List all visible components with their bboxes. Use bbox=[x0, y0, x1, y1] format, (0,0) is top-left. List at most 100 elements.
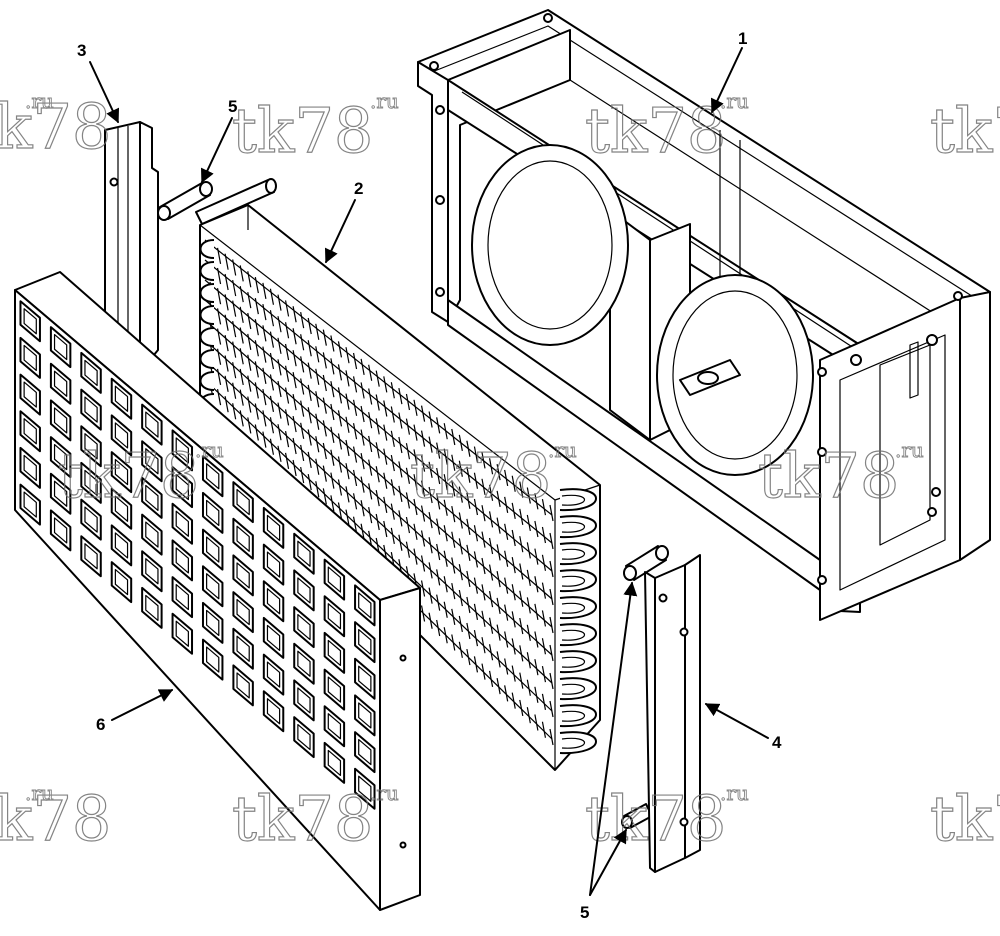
coil-fin bbox=[284, 431, 290, 448]
coil-fin bbox=[541, 582, 547, 599]
grille-hole-inner bbox=[358, 628, 372, 656]
right-bend-inner bbox=[561, 548, 585, 560]
grille-hole-inner bbox=[266, 661, 281, 688]
svg-text:.ru: .ru bbox=[720, 781, 749, 805]
coil-fin bbox=[375, 466, 380, 483]
right-bend-inner bbox=[561, 521, 585, 533]
grille-hole bbox=[141, 403, 163, 446]
grille-hole bbox=[49, 399, 72, 442]
coil-fin bbox=[269, 331, 275, 348]
coil-fin bbox=[247, 396, 252, 413]
right-bend-inner bbox=[561, 629, 585, 641]
coil-fin bbox=[307, 362, 312, 379]
grille-hole-inner bbox=[358, 665, 372, 692]
coil-fin bbox=[277, 359, 282, 376]
grille-hole bbox=[110, 377, 133, 420]
coil-tube bbox=[204, 279, 553, 572]
coil-fin bbox=[337, 502, 343, 519]
coil-fin bbox=[511, 692, 516, 709]
coil-fin bbox=[420, 430, 426, 447]
grille-hole-inner bbox=[53, 407, 68, 434]
grille-hole bbox=[262, 543, 285, 586]
left-bend bbox=[199, 371, 215, 391]
coil-fin bbox=[549, 616, 554, 634]
coil-fin bbox=[352, 399, 358, 416]
coil-fin bbox=[511, 584, 516, 601]
coil-fin bbox=[390, 527, 395, 544]
callout-5-top: 5 bbox=[228, 97, 237, 116]
coil-fin bbox=[398, 485, 403, 502]
grille-hole-inner bbox=[145, 411, 159, 438]
coil-fin bbox=[368, 435, 373, 453]
coil-fin bbox=[337, 479, 343, 496]
grille-hole bbox=[19, 410, 41, 453]
coil-fin bbox=[269, 417, 275, 434]
coil-fin bbox=[549, 532, 554, 550]
left-bend bbox=[199, 305, 215, 325]
coil-fin bbox=[420, 405, 426, 422]
grille-hole bbox=[262, 580, 285, 623]
coil-fin bbox=[526, 569, 531, 586]
coil-fin bbox=[322, 420, 327, 437]
coil-fin bbox=[511, 611, 516, 628]
coil-fin bbox=[247, 354, 252, 371]
grille-hole bbox=[354, 694, 376, 737]
coil-fin bbox=[398, 436, 403, 454]
grille-hole bbox=[110, 561, 133, 604]
coil-fin bbox=[269, 310, 275, 327]
coil-fin bbox=[511, 529, 516, 547]
grille-hole bbox=[141, 440, 163, 483]
grille-hole bbox=[354, 584, 376, 627]
grille-hole-inner bbox=[206, 646, 220, 673]
coil-fin bbox=[375, 370, 380, 387]
callout-6: 6 bbox=[96, 715, 105, 734]
right-bend-inner bbox=[561, 494, 585, 506]
grille-hole bbox=[110, 524, 133, 567]
grille-hole-inner bbox=[84, 469, 98, 497]
coil-fin bbox=[534, 659, 539, 676]
coil-fin bbox=[534, 686, 539, 703]
grille-hole-inner bbox=[114, 495, 129, 522]
watermark: tk78 .ru bbox=[0, 89, 112, 164]
coil-fin bbox=[383, 448, 388, 465]
coil-fin bbox=[405, 418, 411, 435]
coil-fin bbox=[284, 452, 290, 469]
coil-fin bbox=[383, 400, 388, 417]
coil-fin bbox=[541, 721, 547, 738]
grille-hole bbox=[354, 767, 376, 810]
grille-hole bbox=[49, 436, 72, 479]
coil-fin bbox=[315, 458, 320, 475]
grille-hole bbox=[141, 550, 163, 593]
coil-fin bbox=[360, 500, 365, 517]
watermark: tk78 .ru bbox=[409, 438, 577, 513]
coil-fin bbox=[330, 449, 335, 466]
coil-tube bbox=[204, 239, 553, 516]
grille-hole-inner bbox=[84, 396, 98, 423]
grille-hole bbox=[171, 539, 194, 582]
coil-fin bbox=[390, 382, 395, 399]
coil-fin bbox=[345, 416, 350, 433]
coil-fin bbox=[541, 526, 547, 544]
coil-fin bbox=[269, 438, 275, 455]
coil-fin bbox=[368, 412, 373, 429]
coil-fin bbox=[360, 405, 365, 423]
coil-fin bbox=[390, 430, 395, 447]
coil-fin bbox=[284, 300, 290, 317]
coil-fin bbox=[360, 453, 365, 470]
grille-hole-inner bbox=[23, 344, 37, 372]
coil-fin bbox=[352, 352, 358, 370]
right-bend-inner bbox=[561, 575, 585, 587]
coil-fin bbox=[383, 424, 388, 441]
grille-hole bbox=[293, 532, 315, 575]
grille-hole-inner bbox=[206, 609, 220, 637]
coil-fin bbox=[413, 424, 418, 441]
coil-fin bbox=[322, 465, 327, 482]
left-bend bbox=[199, 261, 215, 281]
grille-hole bbox=[354, 621, 376, 664]
coil-fin bbox=[315, 391, 320, 408]
svg-text:tk78: tk78 bbox=[758, 439, 899, 512]
grille-hole bbox=[232, 481, 254, 524]
coil-fin bbox=[534, 520, 539, 538]
grille-hole bbox=[293, 679, 315, 722]
grille-hole-inner bbox=[114, 385, 129, 412]
